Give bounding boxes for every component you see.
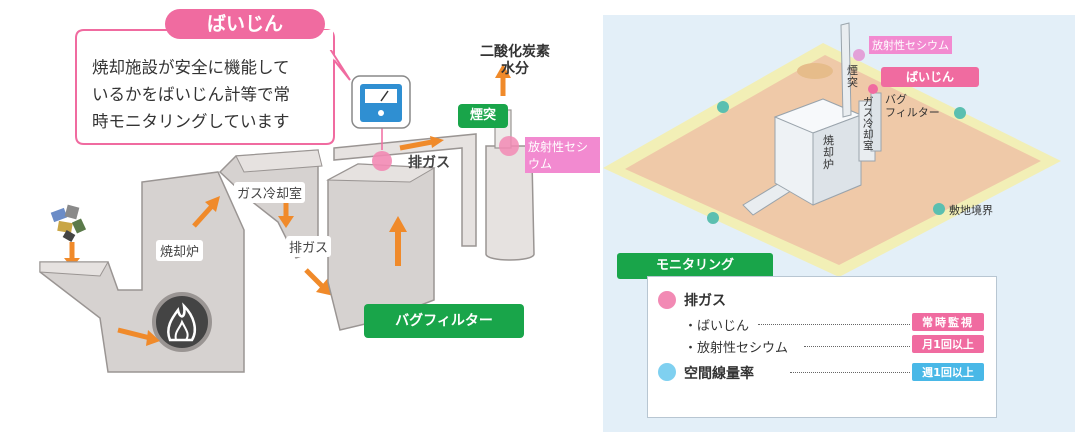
chimney [485, 145, 535, 261]
callout-title: ばいじん [165, 9, 325, 39]
co2-label: 二酸化炭素 [480, 44, 550, 60]
bag-filter-line: フィルター [885, 106, 940, 119]
chimney-label: 煙突 [458, 104, 508, 128]
bag-filter-line: バグ [885, 93, 907, 106]
exhaust-dot [658, 291, 676, 309]
cesium-label-left: 放射性セシウム [525, 137, 600, 173]
air-dose-dot [658, 363, 676, 381]
co2-water-label: 二酸化炭素 水分 [468, 44, 562, 78]
monitoring-legend: 排ガス ・ばいじん 常時監視 ・放射性セシウム 月1回以上 空間線量率 週1回以… [647, 276, 997, 418]
incinerator-label: 焼却炉 [156, 240, 204, 261]
legend-exhaust-title: 排ガス [684, 293, 726, 309]
legend-air-dose-freq: 週1回以上 [912, 363, 984, 381]
cesium-sensor-point [499, 136, 519, 156]
exhaust-gas-label-top: 排ガス [408, 155, 450, 171]
cesium-label-right: 放射性セシウム [869, 36, 952, 54]
dust-label-right: ばいじん [881, 67, 979, 87]
dust-meter-icon [351, 75, 411, 129]
legend-item-freq: 常時監視 [912, 313, 984, 331]
site-illustration [603, 22, 1061, 277]
bag-filter-label: バグフィルター [364, 304, 524, 338]
boundary-point [717, 101, 729, 113]
boundary-point [954, 107, 966, 119]
boundary-label: 敷地境界 [949, 204, 993, 217]
incineration-flow-diagram: ばいじん 焼却施設が安全に機能して いるかをばいじん計等で常 時モニタリングして… [39, 9, 600, 373]
incinerator-label-right: 焼却炉 [823, 134, 834, 171]
waste-icon [50, 204, 87, 242]
callout-line: いるかをばいじん計等で常 [92, 85, 290, 104]
boundary-point [933, 203, 945, 215]
legend-item-freq: 月1回以上 [912, 335, 984, 353]
callout-bubble [75, 29, 335, 145]
legend-item-label: ・放射性セシウム [684, 341, 789, 356]
leader-line [790, 372, 910, 373]
plant-illustration [39, 29, 535, 373]
gas-cooling-label: ガス冷却室 [234, 182, 306, 203]
cesium-point-right [853, 49, 865, 61]
legend-air-dose-label: 空間線量率 [684, 366, 754, 382]
legend-item-label: ・ばいじん [684, 319, 750, 334]
water-label: 水分 [501, 61, 529, 77]
boundary-point [707, 212, 719, 224]
flame-icon [167, 302, 196, 342]
callout-text: 焼却施設が安全に機能して いるかをばいじん計等で常 時モニタリングしています [92, 54, 332, 135]
monitoring-label: モニタリング [617, 253, 773, 279]
exhaust-gas-label-mid: 排ガス [286, 236, 332, 257]
exhaust-pipe [333, 133, 477, 247]
gas-cooling-label-right: ガス冷却室 [863, 96, 874, 152]
callout-line: 時モニタリングしています [92, 112, 290, 131]
chimney-label-right: 煙突 [847, 64, 858, 89]
dust-sensor-point [372, 151, 392, 171]
leader-line [804, 346, 910, 347]
callout-line: 焼却施設が安全に機能して [92, 58, 290, 77]
bag-filter-label-right: バグ フィルター [885, 93, 940, 119]
leader-line [758, 324, 910, 325]
dust-point-right [868, 84, 878, 94]
